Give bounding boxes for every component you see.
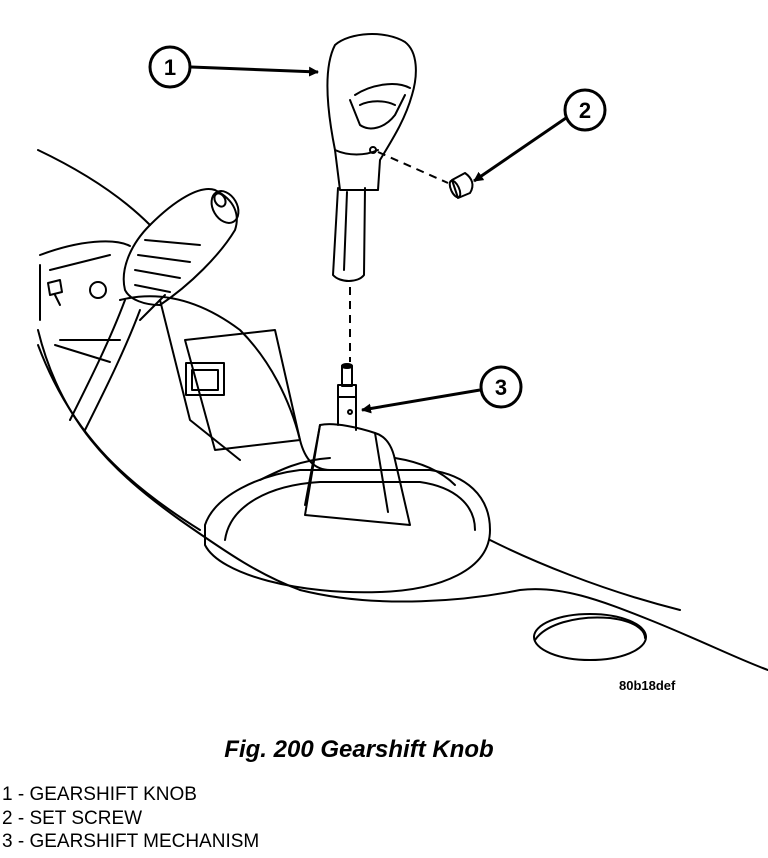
callout-2-number: 2 xyxy=(579,98,591,123)
gearshift-knob xyxy=(326,33,417,282)
figure-code: 80b18def xyxy=(619,678,676,693)
callout-3-number: 3 xyxy=(495,375,507,400)
callout-3 xyxy=(361,365,523,414)
set-screw xyxy=(448,172,474,199)
gearshift-knob-diagram: 1 2 3 xyxy=(37,33,768,671)
callout-1 xyxy=(148,45,319,89)
legend: 1 - GEARSHIFT KNOB 2 - SET SCREW 3 - GEA… xyxy=(2,783,259,854)
legend-item-gearshift-mechanism: 3 - GEARSHIFT MECHANISM xyxy=(2,831,260,852)
callout-2 xyxy=(473,88,607,183)
callout-1-number: 1 xyxy=(164,55,176,80)
figure-caption: Fig. 200 Gearshift Knob xyxy=(224,736,494,763)
console-body xyxy=(37,149,768,671)
legend-item-set-screw: 2 - SET SCREW xyxy=(2,807,143,829)
legend-item-gearshift-knob: 1 - GEARSHIFT KNOB xyxy=(2,784,197,805)
alignment-lines xyxy=(349,151,449,362)
